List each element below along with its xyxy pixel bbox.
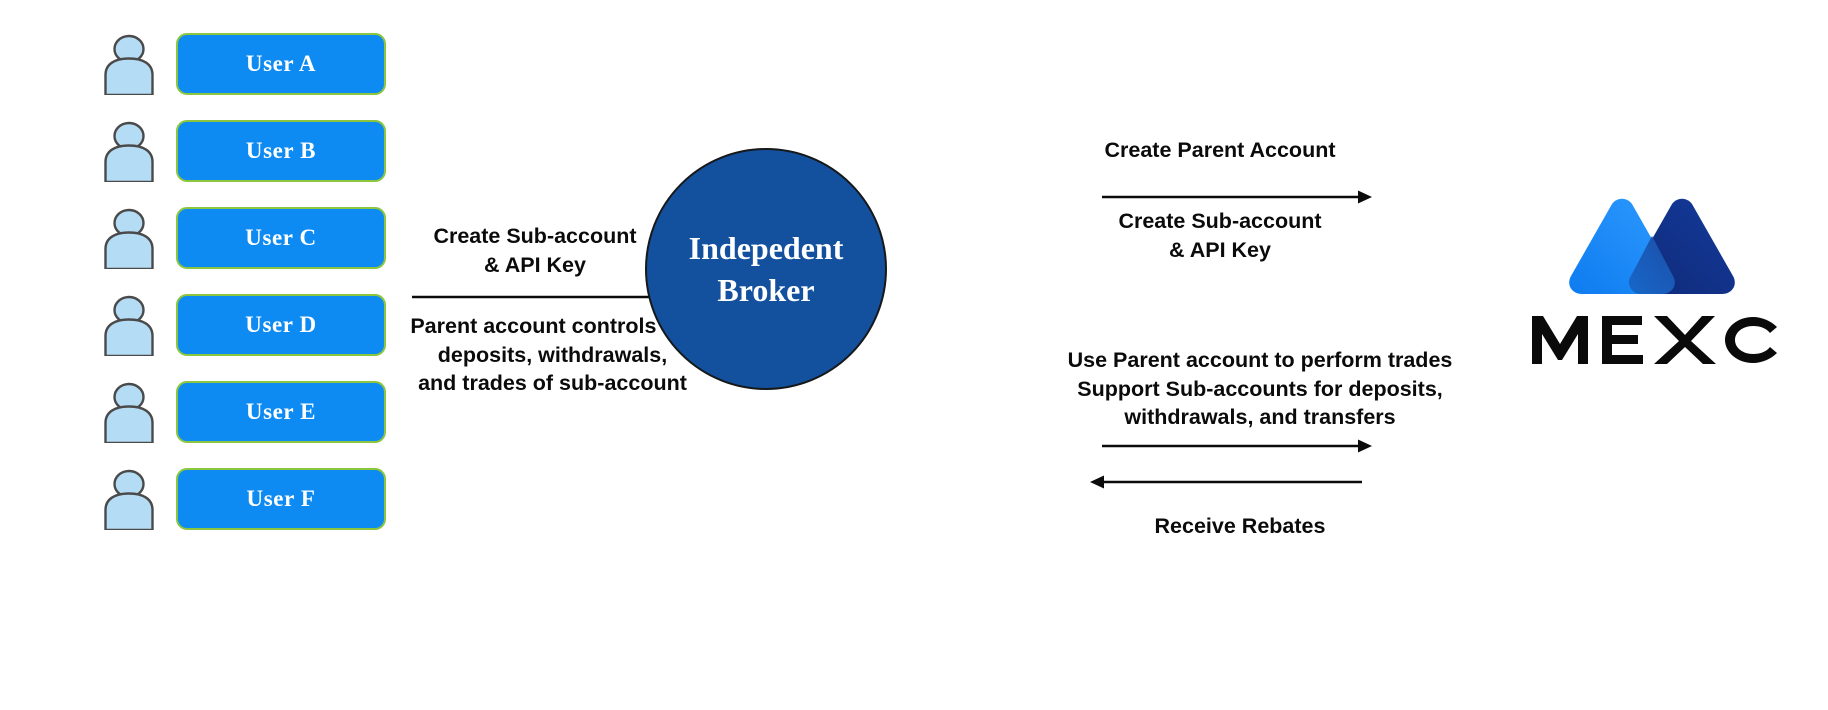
independent-broker-node[interactable]: Indepedent Broker [645, 148, 887, 390]
user-entry-2[interactable]: User C [100, 207, 386, 269]
left-arrow-label-above: Create Sub-account & API Key [433, 224, 637, 277]
broker-title-line2: Broker [717, 272, 815, 308]
user-label: User E [245, 399, 317, 424]
user-box[interactable]: User A [176, 33, 386, 95]
user-box[interactable]: User C [176, 207, 386, 269]
broker-title-line1: Indepedent [688, 229, 844, 266]
user-entry-3[interactable]: User D [100, 294, 386, 356]
user-entry-1[interactable]: User B [100, 120, 386, 182]
broker-to-mexc-create-arrow [1102, 190, 1372, 204]
mexc-logo [1525, 196, 1785, 376]
user-box[interactable]: User E [176, 381, 386, 443]
user-box[interactable]: User D [176, 294, 386, 356]
user-icon [100, 468, 158, 530]
broker-to-mexc-trade-arrow [1102, 439, 1372, 453]
user-entry-0[interactable]: User A [100, 33, 386, 95]
user-icon [100, 33, 158, 95]
user-label: User A [245, 51, 317, 76]
left-arrow-label-below: Parent account controls the deposits, wi… [410, 314, 694, 396]
right-upper-label-above: Create Parent Account [1104, 138, 1336, 162]
user-label: User D [245, 312, 317, 337]
right-lower-label-below: Receive Rebates [1154, 514, 1326, 538]
user-icon [100, 207, 158, 269]
user-icon [100, 294, 158, 356]
user-label: User F [246, 486, 316, 511]
mexc-to-broker-rebates-arrow [1090, 475, 1362, 489]
user-icon [100, 381, 158, 443]
user-icon [100, 120, 158, 182]
user-box[interactable]: User B [176, 120, 386, 182]
user-entry-5[interactable]: User F [100, 468, 386, 530]
mexc-wordmark [1525, 314, 1785, 366]
users-to-broker-arrow [412, 290, 672, 304]
user-box[interactable]: User F [176, 468, 386, 530]
right-lower-label-above: Use Parent account to perform trades Sup… [1067, 348, 1453, 430]
user-entry-4[interactable]: User E [100, 381, 386, 443]
user-label: User C [245, 225, 317, 250]
right-upper-label-below: Create Sub-account & API Key [1118, 209, 1322, 262]
user-label: User B [245, 138, 317, 163]
mexc-logo-icon [1560, 196, 1750, 296]
